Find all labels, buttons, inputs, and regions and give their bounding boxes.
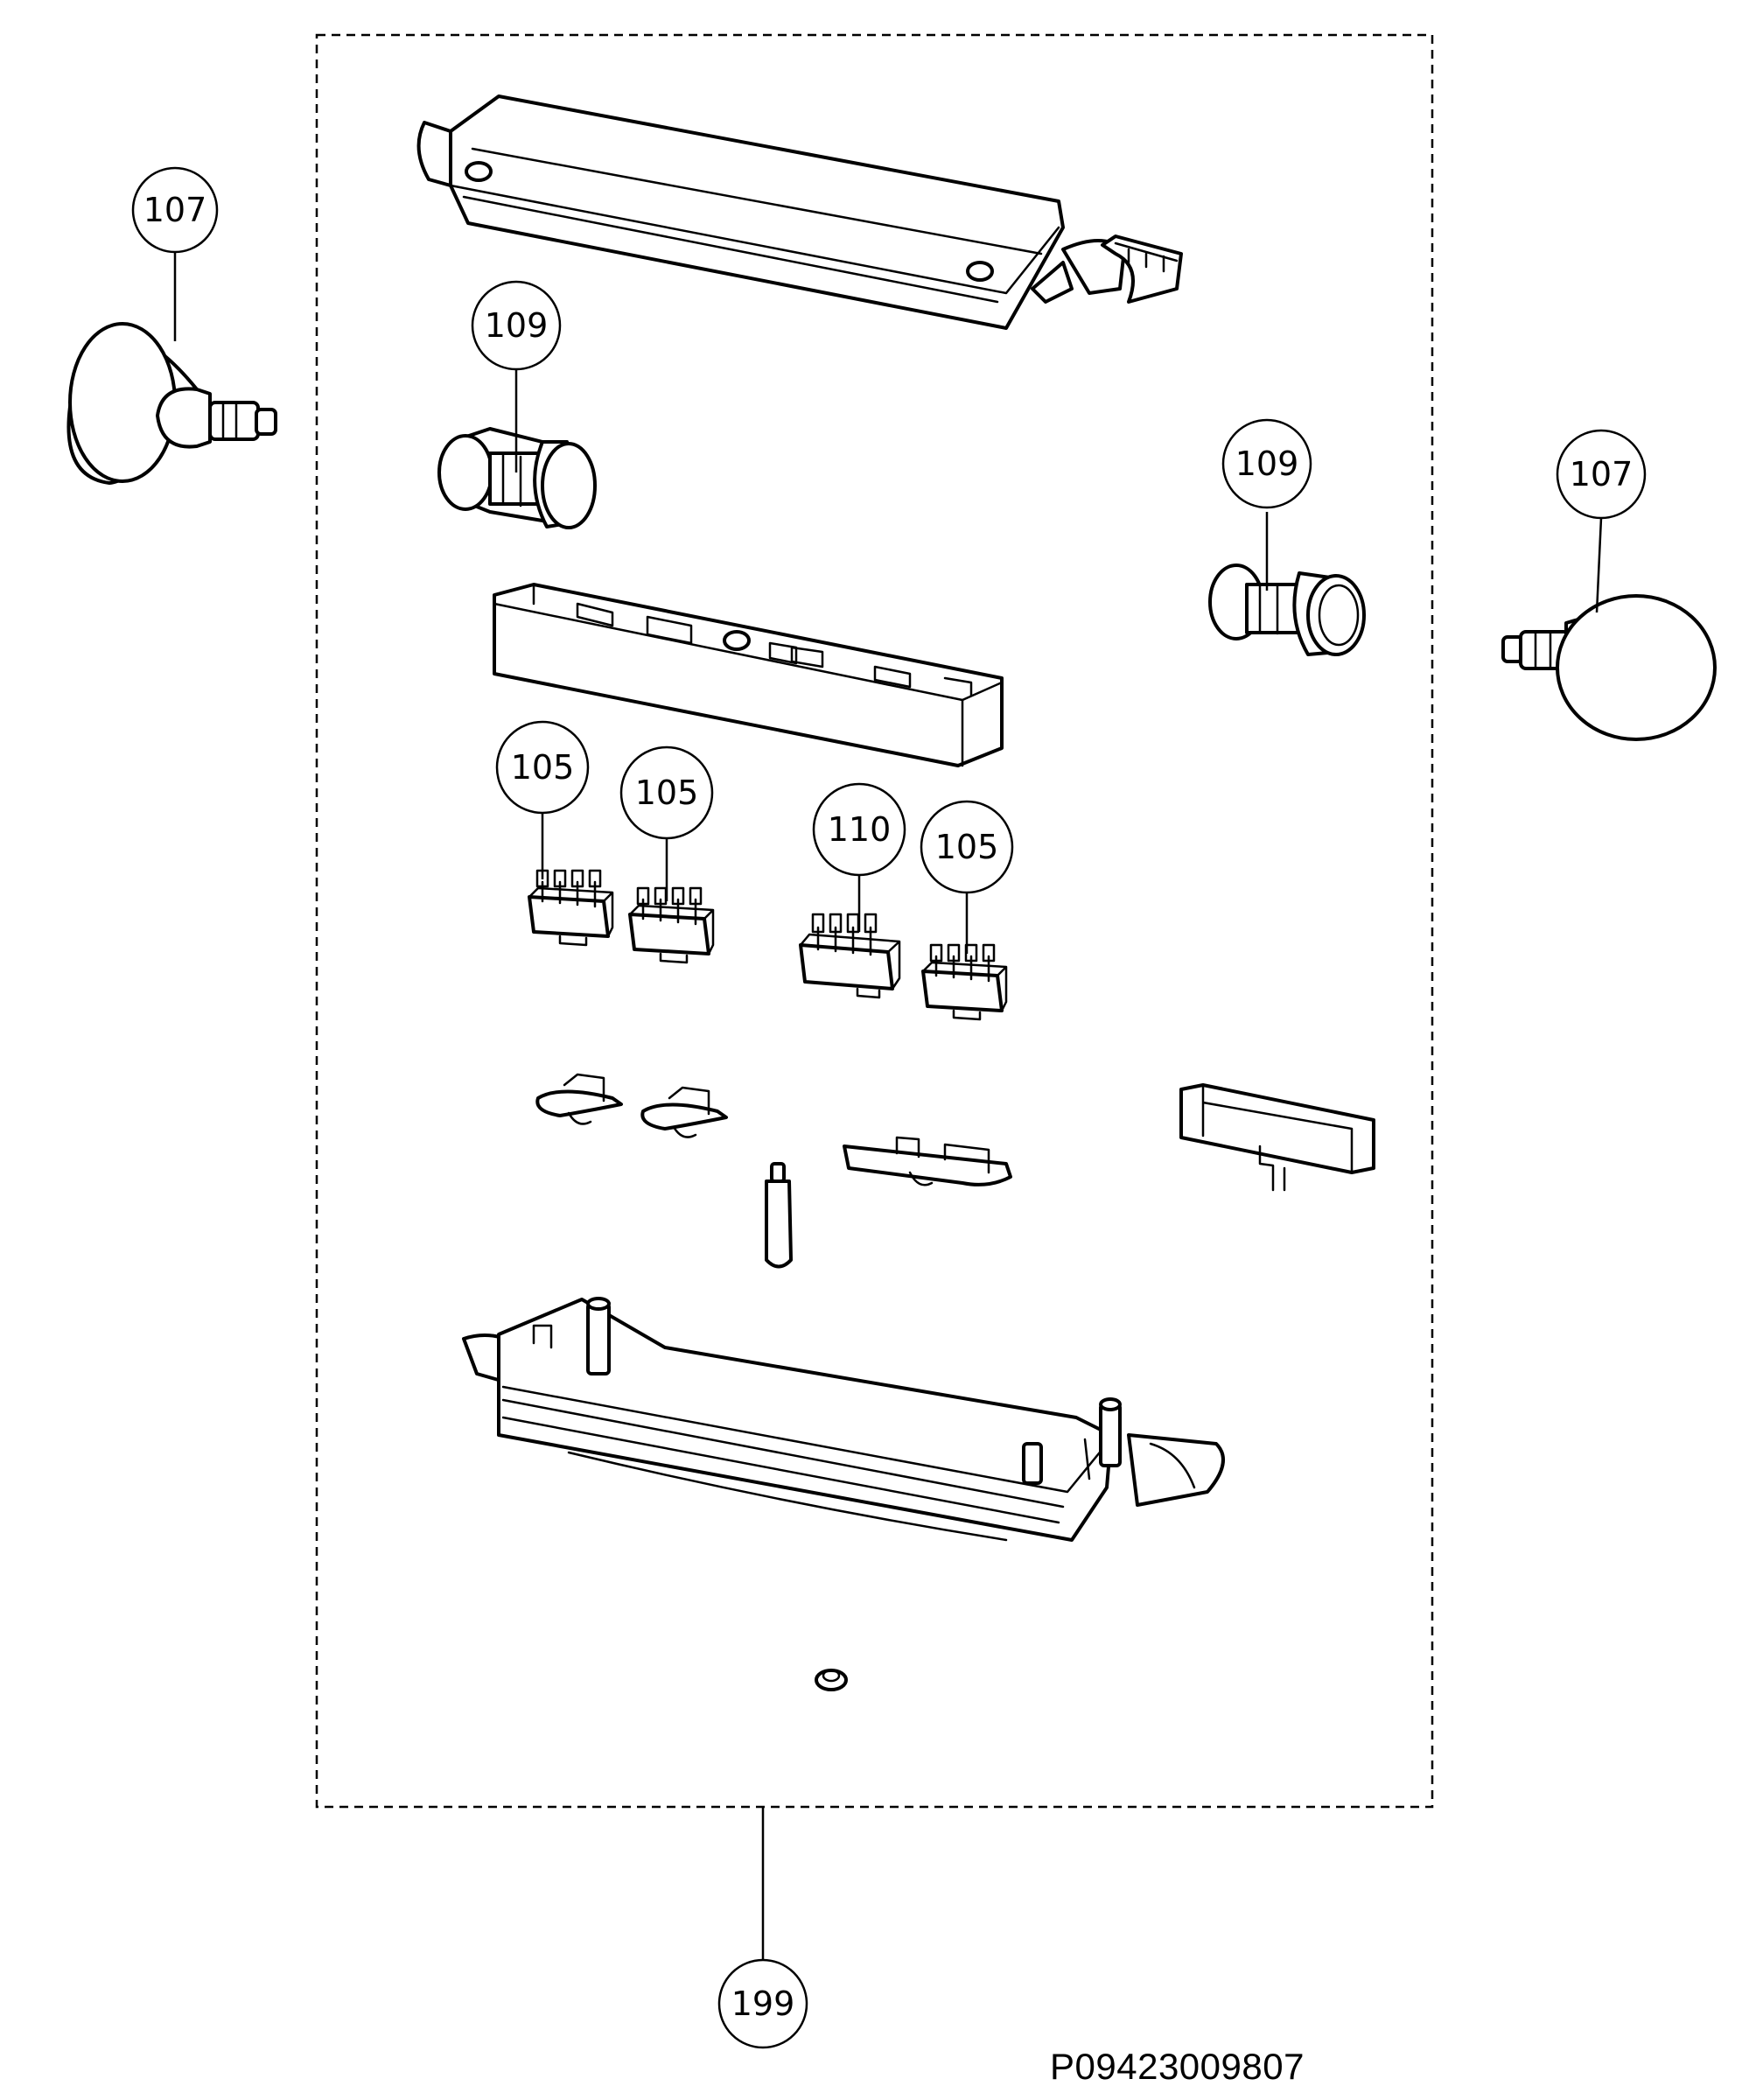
balloon-110: 110 [812, 782, 906, 877]
balloon-label: 109 [485, 306, 549, 345]
assembly-boundary [315, 33, 1434, 1809]
balloon-label: 109 [1235, 444, 1299, 483]
balloon-199: 199 [717, 1958, 808, 2049]
leader-lines [173, 251, 1603, 954]
switch-housing [493, 583, 1004, 767]
clip-right [843, 1136, 1012, 1186]
pin [765, 1162, 793, 1269]
clip-middle [640, 1086, 728, 1138]
balloon-label: 105 [635, 774, 699, 812]
microswitch-105-a [528, 869, 614, 947]
balloon-label: 105 [511, 748, 575, 787]
bracket [1179, 1083, 1375, 1192]
balloon-105-a: 105 [495, 720, 590, 815]
microswitch-110 [799, 913, 901, 999]
clip-left [535, 1073, 623, 1125]
microswitch-105-b [628, 886, 715, 964]
bushing-109-left [437, 427, 597, 529]
balloon-107-left: 107 [131, 166, 219, 254]
balloon-109-left: 109 [471, 280, 562, 371]
base-housing [462, 1297, 1225, 1542]
balloon-label: 110 [828, 810, 892, 849]
top-cover [416, 94, 1183, 330]
small-nut [815, 1669, 848, 1691]
knob-107-left [66, 322, 277, 485]
knob-107-right [1501, 594, 1717, 741]
balloon-107-right: 107 [1556, 429, 1647, 520]
balloon-label: 199 [731, 1984, 795, 2023]
drawing-number: P09423009807 [1050, 2046, 1305, 2087]
balloon-label: 107 [1570, 455, 1634, 494]
balloon-109-right: 109 [1221, 418, 1312, 509]
bushing-109-right [1208, 564, 1366, 656]
balloon-105-c: 105 [920, 800, 1014, 894]
balloon-105-b: 105 [619, 746, 714, 840]
balloon-label: 105 [935, 828, 999, 866]
balloon-label: 107 [143, 191, 207, 229]
microswitch-105-c [921, 943, 1008, 1021]
